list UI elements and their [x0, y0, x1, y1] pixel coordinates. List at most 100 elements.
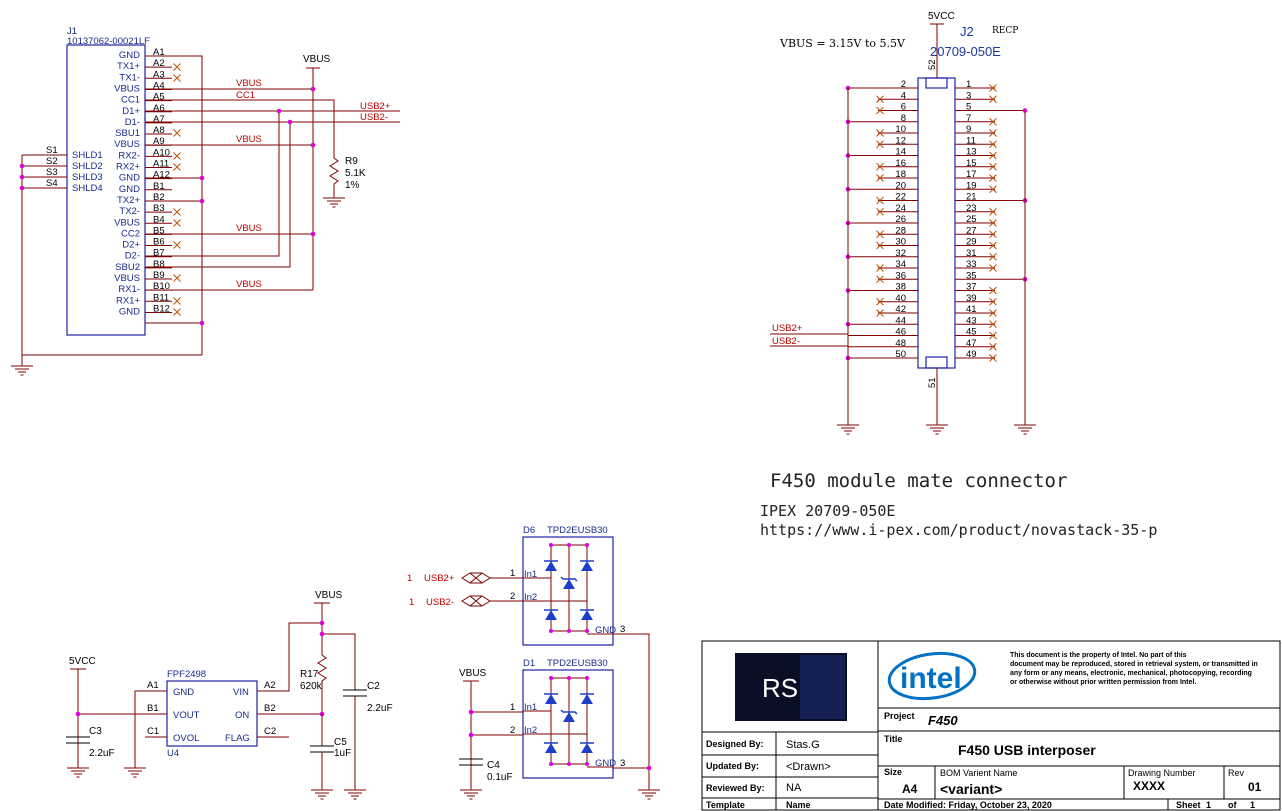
j2-net-usb2m: USB2- — [772, 336, 800, 347]
updated-value: <Drawn> — [786, 761, 831, 773]
d6-in2: In2 — [524, 592, 537, 603]
j1-pin-label: CC2 — [121, 228, 140, 239]
j1-pin-label: TX2- — [119, 206, 140, 217]
j2-left-pin-number: 42 — [895, 304, 906, 315]
j1-pin-number: B5 — [153, 225, 165, 236]
u4-part: FPF2498 — [167, 669, 206, 680]
j2-right-pin-number: 45 — [966, 327, 977, 338]
u4-pinnum-a1: A1 — [147, 680, 159, 691]
date-modified: Date Modified: Friday, October 23, 2020 — [884, 800, 1052, 810]
j2-left-pin-number: 20 — [895, 180, 906, 191]
size-label: Size — [884, 767, 902, 777]
j1-pin-number: B2 — [153, 192, 165, 203]
j2-right-pin-number: 13 — [966, 147, 977, 158]
j1-pin-label: VBUS — [114, 139, 140, 150]
sheet-value: 1 — [1206, 800, 1211, 810]
d1-part: TPD2EUSB30 — [547, 658, 608, 669]
j2-right-pins: 1357911131517192123252729313335373941434… — [955, 79, 1028, 362]
c3-ref: C3 — [89, 726, 102, 737]
bom-label: BOM Varient Name — [940, 768, 1017, 778]
j1-pin-label: RX1+ — [116, 295, 140, 306]
u4-pin-gnd: GND — [173, 687, 194, 698]
notice-line-4: or otherwise without prior written permi… — [1010, 679, 1196, 686]
j2-net-usb2p: USB2+ — [772, 323, 803, 334]
j1-pin-label: VBUS — [114, 273, 140, 284]
j1-pin-label: VBUS — [114, 83, 140, 94]
j2-left-pin-number: 26 — [895, 214, 906, 225]
j1-part: 10137062-00021LF — [67, 36, 150, 47]
j2-right-pin-number: 5 — [966, 102, 971, 113]
j1-shield-label: SHLD3 — [72, 172, 103, 183]
c4-value: 0.1uF — [487, 772, 513, 783]
j1-pin-label: SBU1 — [115, 128, 140, 139]
connector-notes: F450 module mate connector IPEX 20709-05… — [760, 470, 1157, 539]
j1-pin-number: B10 — [153, 281, 170, 292]
u4-vbus-label: VBUS — [315, 590, 343, 601]
c4-ref: C4 — [487, 760, 500, 771]
j1-ref: J1 — [67, 26, 77, 37]
j1-pin-number: A9 — [153, 136, 165, 147]
j2-right-pin-number: 41 — [966, 304, 977, 315]
j2-left-pin-number: 36 — [895, 270, 906, 281]
j1-pin-label: D2+ — [122, 240, 140, 251]
d1-pin-3: 3 — [620, 758, 625, 769]
d6-part: TPD2EUSB30 — [547, 525, 608, 536]
j2-ref: J2 — [960, 24, 974, 39]
project-value: F450 — [928, 713, 958, 728]
j1-pin-label: TX1+ — [117, 61, 140, 72]
sheet-label: Sheet — [1176, 800, 1201, 810]
j2-left-pin-number: 40 — [895, 293, 906, 304]
r17-ref: R17 — [300, 669, 319, 680]
d6-ref: D6 — [523, 525, 535, 536]
d1-in2: In2 — [524, 725, 537, 736]
j1-pin-number: B1 — [153, 181, 165, 192]
j2-right-pin-number: 3 — [966, 90, 971, 101]
j1-pin-label: RX1- — [118, 284, 140, 295]
j2-right-pin-number: 33 — [966, 259, 977, 270]
drawing-value: XXXX — [1133, 779, 1165, 793]
j1-pin-number: B7 — [153, 248, 165, 259]
notice-line-2: document may be reproduced, stored in re… — [1010, 661, 1258, 668]
esd-wiring: 1 USB2+ 1 USB2- 1 2 3 VBUS 1 2 3 C4 0.1u… — [407, 568, 661, 800]
template-value: Name — [786, 800, 811, 810]
j1-shield-label: SHLD2 — [72, 161, 103, 172]
d6-pin-1: 1 — [510, 568, 515, 579]
connector-j2: J2 20709-050E RECP VBUS = 3.15V to 5.5V … — [770, 11, 1037, 435]
j1-pin-label: D1+ — [122, 106, 140, 117]
u4-pin-ovol: OVOL — [173, 733, 199, 744]
j1-pin-number: B3 — [153, 203, 165, 214]
net-label-usb2p: USB2+ — [360, 101, 391, 112]
j1-pin-number: A10 — [153, 147, 170, 158]
j2-left-pin-number: 8 — [901, 113, 906, 124]
j2-right-pin-number: 31 — [966, 248, 977, 259]
j1-pin-label: D2- — [125, 251, 140, 262]
r9-ref: R9 — [345, 156, 358, 167]
j2-left-pin-number: 28 — [895, 225, 906, 236]
designed-value: Stas.G — [786, 739, 820, 751]
j1-shield-pin: S3 — [46, 167, 58, 178]
j1-pin-label: GND — [119, 184, 140, 195]
notice-line-1: This document is the property of Intel. … — [1010, 652, 1187, 659]
net-label-vbus: VBUS — [236, 134, 262, 145]
net-label-vbus: VBUS — [236, 78, 262, 89]
u4-pin-on: ON — [235, 710, 249, 721]
j1-pin-number: A11 — [153, 159, 169, 170]
title-label: Title — [884, 734, 902, 744]
size-value: A4 — [902, 782, 918, 796]
d6-gnd: GND — [595, 625, 616, 636]
j2-right-pin-number: 11 — [966, 135, 976, 146]
j1-pin-number: A12 — [153, 170, 170, 181]
j2-left-pin-number: 12 — [895, 135, 906, 146]
drawing-label: Drawing Number — [1128, 768, 1196, 778]
j1-pin-number: B6 — [153, 237, 165, 248]
j1-pin-number: B9 — [153, 270, 165, 281]
5vcc-power-label: 5VCC — [928, 11, 955, 22]
r17-value: 620k — [300, 681, 323, 692]
j1-pin-label: VBUS — [114, 217, 140, 228]
u4-pin-vout: VOUT — [173, 710, 200, 721]
j1-wiring — [10, 55, 400, 376]
c2-value: 2.2uF — [367, 703, 393, 714]
j1-pin-label: RX2- — [118, 150, 140, 161]
u4-pin-flag: FLAG — [225, 733, 250, 744]
